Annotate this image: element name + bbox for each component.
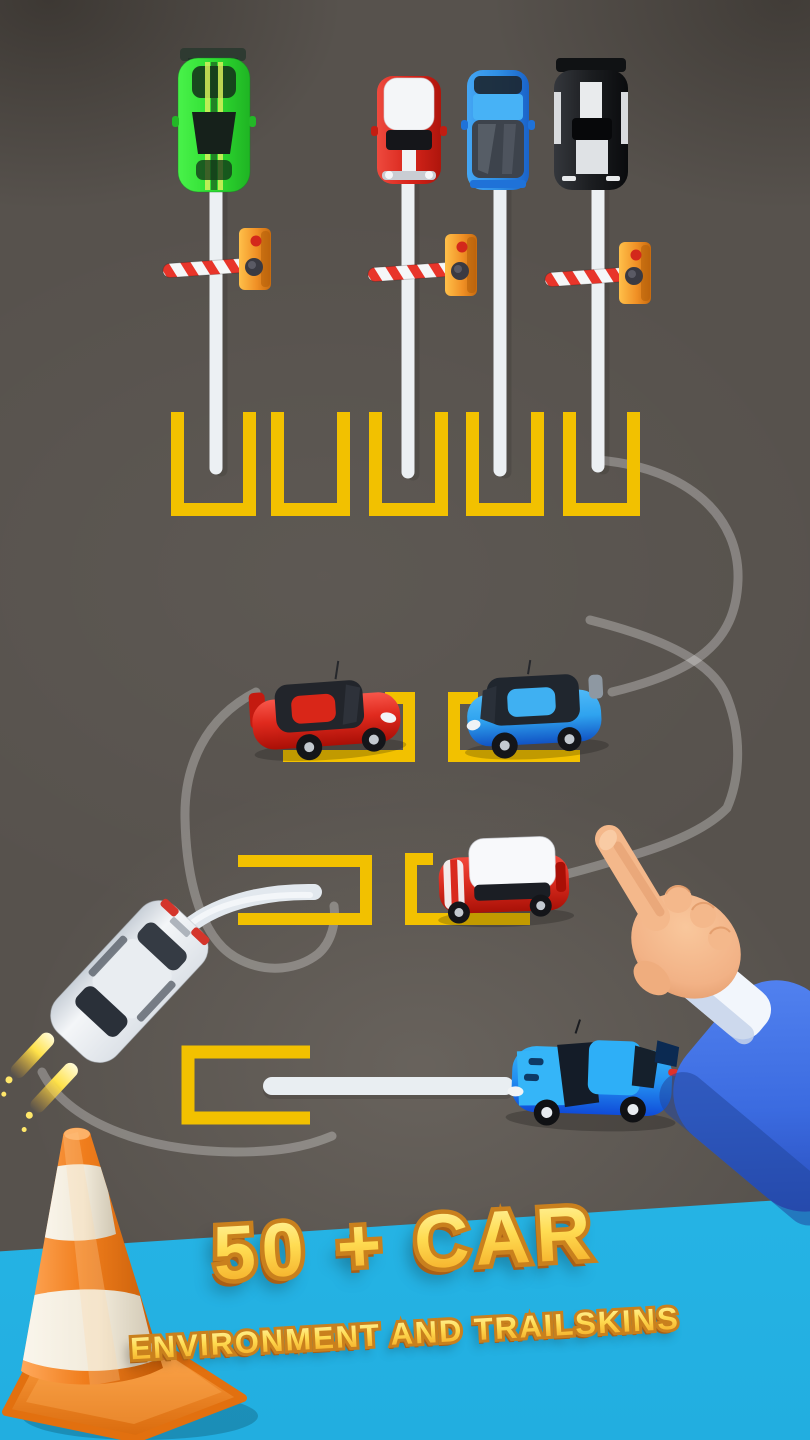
parking-spot-red-sedan[interactable] — [283, 692, 415, 762]
parking-spot-1[interactable] — [171, 412, 256, 516]
parking-spot-2[interactable] — [271, 412, 350, 516]
barrier-light-icon — [456, 241, 468, 253]
guide-poles — [209, 173, 610, 481]
hand-pointer — [595, 825, 810, 1226]
barrier-3 — [544, 242, 651, 304]
exhaust-flames-icon — [1, 1032, 78, 1133]
car-red-sedan[interactable] — [246, 657, 407, 766]
traffic-cone-icon — [2, 1127, 258, 1440]
parking-spot-empty-left[interactable] — [238, 855, 372, 925]
car-black-race-top[interactable] — [554, 58, 628, 190]
trail-left-loop — [180, 687, 339, 973]
car-white-red-mini-top[interactable] — [371, 76, 447, 184]
trail-right-loop — [593, 455, 743, 697]
parking-spot-3[interactable] — [369, 412, 448, 516]
parking-spot-mini[interactable] — [405, 853, 530, 925]
car-green-race-top[interactable] — [172, 48, 256, 193]
car-white-drifting[interactable] — [0, 891, 218, 1143]
car-blue-sports[interactable] — [505, 1017, 680, 1134]
parking-spot-4[interactable] — [466, 412, 544, 516]
car-red-white-mini[interactable] — [435, 836, 575, 930]
trail-faint-loops — [37, 455, 743, 1157]
trail-bottom-sweep — [37, 1067, 337, 1157]
parking-spot-blue-sedan[interactable] — [448, 692, 580, 762]
barrier-1 — [162, 228, 271, 290]
parking-spot-bottom[interactable] — [181, 1045, 310, 1125]
parking-spot-5[interactable] — [563, 412, 640, 516]
barrier-2 — [367, 234, 477, 296]
car-blue-hatchback-top[interactable] — [461, 70, 535, 190]
parking-spot-row-top — [171, 412, 640, 516]
car-blue-sedan[interactable] — [460, 656, 609, 762]
barrier-light-icon — [250, 235, 262, 247]
index-finger-icon — [595, 825, 670, 931]
barrier-light-icon — [630, 249, 642, 261]
